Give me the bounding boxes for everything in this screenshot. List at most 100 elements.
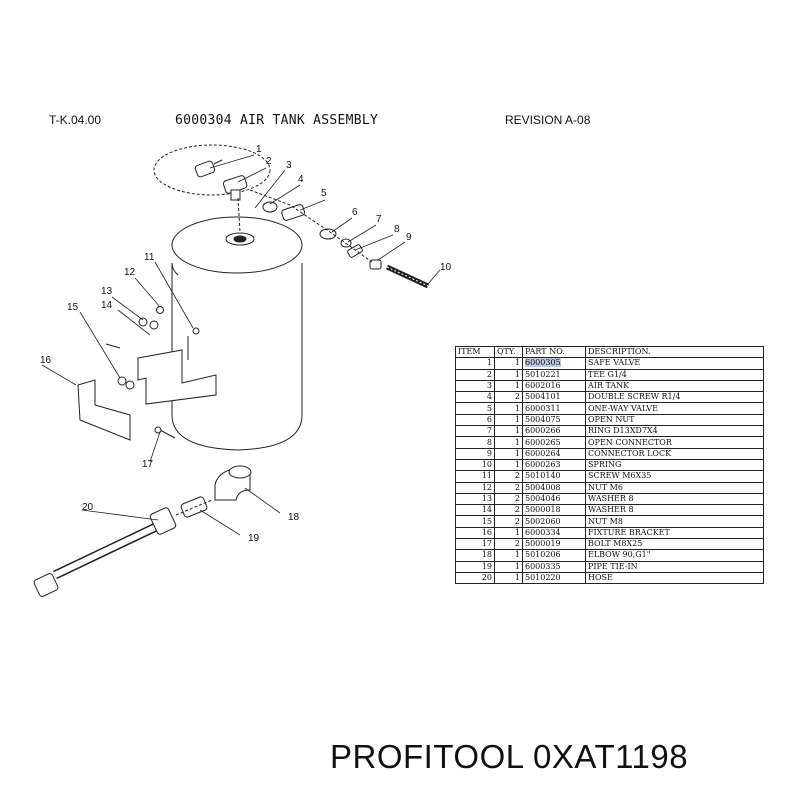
item-cell: 8 bbox=[455, 436, 495, 449]
description-cell: NUT M6 bbox=[585, 481, 764, 494]
description-cell: WASHER 8 bbox=[585, 504, 764, 517]
part-number-cell: 5004046 bbox=[522, 492, 586, 506]
qty-cell: 1 bbox=[494, 571, 523, 585]
callout-16: 16 bbox=[40, 355, 52, 366]
bolt-m8 bbox=[154, 426, 176, 439]
item-cell: 6 bbox=[455, 413, 495, 427]
item-cell: 19 bbox=[455, 560, 495, 573]
description-cell: TEE G1/4 bbox=[585, 368, 764, 381]
qty-cell: 2 bbox=[494, 504, 523, 517]
brand-watermark: PROFITOOL 0XAT1198 bbox=[330, 738, 689, 775]
tank-strap bbox=[137, 349, 217, 405]
part-number-cell: 5004075 bbox=[522, 413, 586, 427]
callout-1: 1 bbox=[256, 144, 262, 155]
part-number-cell: 5000019 bbox=[522, 538, 586, 551]
nut-m6 bbox=[156, 306, 164, 314]
qty-cell: 2 bbox=[494, 391, 523, 404]
leader-lines bbox=[41, 154, 441, 536]
pipe-tie-in bbox=[180, 496, 208, 518]
item-cell: 12 bbox=[455, 481, 495, 494]
item-cell: 17 bbox=[455, 538, 495, 551]
safe-valve bbox=[194, 159, 223, 178]
item-cell: 4 bbox=[455, 391, 495, 404]
callout-5: 5 bbox=[321, 188, 327, 199]
description-cell: SAFE VALVE bbox=[585, 357, 764, 370]
air-tank bbox=[171, 216, 303, 451]
part-number-cell: 5010221 bbox=[522, 368, 586, 381]
callout-17: 17 bbox=[142, 459, 154, 470]
part-number-cell: 6000265 bbox=[522, 436, 586, 449]
description-cell: PIPE TIE-IN bbox=[585, 560, 764, 573]
qty-cell: 1 bbox=[494, 560, 523, 573]
qty-cell: 1 bbox=[494, 368, 523, 381]
description-cell: FIXTURE BRACKET bbox=[585, 526, 764, 540]
item-cell: 14 bbox=[455, 504, 495, 517]
part-number-cell: 6000334 bbox=[522, 526, 586, 540]
qty-cell: 1 bbox=[494, 379, 523, 393]
spring bbox=[385, 264, 430, 289]
part-number-cell: 6000335 bbox=[522, 560, 586, 573]
item-cell: 15 bbox=[455, 515, 495, 528]
qty-cell: 1 bbox=[494, 436, 523, 449]
item-cell: 10 bbox=[455, 458, 495, 472]
description-cell: WASHER 8 bbox=[585, 492, 764, 506]
callout-10: 10 bbox=[440, 262, 452, 273]
callout-9: 9 bbox=[406, 232, 412, 243]
part-number-cell: 5004008 bbox=[522, 481, 586, 494]
callout-numbers: 1 2 3 4 5 6 7 8 9 10 11 12 13 14 15 16 1… bbox=[40, 144, 452, 544]
callout-13: 13 bbox=[101, 286, 113, 297]
item-cell: 20 bbox=[455, 571, 495, 585]
hose bbox=[33, 507, 177, 597]
part-number-cell: 6000311 bbox=[522, 402, 586, 415]
col-qty-header: QTY. bbox=[494, 345, 523, 359]
qty-cell: 2 bbox=[494, 492, 523, 506]
callout-14: 14 bbox=[101, 300, 113, 311]
item-cell: 13 bbox=[455, 492, 495, 506]
part-number-cell: 5010206 bbox=[522, 549, 586, 562]
description-cell: SCREW M6X35 bbox=[585, 470, 764, 483]
description-cell: BOLT M8X25 bbox=[585, 538, 764, 551]
part-number-cell: 6000264 bbox=[522, 447, 586, 460]
part-number-cell: 6000263 bbox=[522, 458, 586, 472]
part-number-cell: 5002060 bbox=[522, 515, 586, 528]
callout-2: 2 bbox=[266, 156, 272, 167]
item-cell: 11 bbox=[455, 470, 495, 483]
document-code: T-K.04.00 bbox=[49, 113, 102, 127]
description-cell: RING D13XD7X4 bbox=[585, 425, 764, 438]
assembly-title: 6000304 AIR TANK ASSEMBLY bbox=[175, 113, 379, 128]
item-cell: 5 bbox=[455, 402, 495, 415]
callout-19: 19 bbox=[248, 533, 260, 544]
qty-cell: 1 bbox=[494, 425, 523, 438]
part-number-cell: 5004101 bbox=[522, 391, 586, 404]
item-cell: 7 bbox=[455, 425, 495, 438]
fixture-bracket bbox=[77, 379, 131, 441]
description-cell: ELBOW 90,G1" bbox=[585, 549, 764, 562]
table-header-row: ITEM QTY. PART NO. DESCRIPTION. bbox=[455, 345, 764, 359]
qty-cell: 2 bbox=[494, 470, 523, 483]
col-item-header: ITEM bbox=[455, 345, 495, 359]
item-cell: 9 bbox=[455, 447, 495, 460]
item-cell: 1 bbox=[455, 357, 495, 370]
item-cell: 18 bbox=[455, 549, 495, 562]
description-cell: OPEN NUT bbox=[585, 413, 764, 427]
part-number-cell: 6000266 bbox=[522, 425, 586, 438]
callout-18: 18 bbox=[288, 512, 300, 523]
qty-cell: 1 bbox=[494, 458, 523, 472]
qty-cell: 2 bbox=[494, 538, 523, 551]
